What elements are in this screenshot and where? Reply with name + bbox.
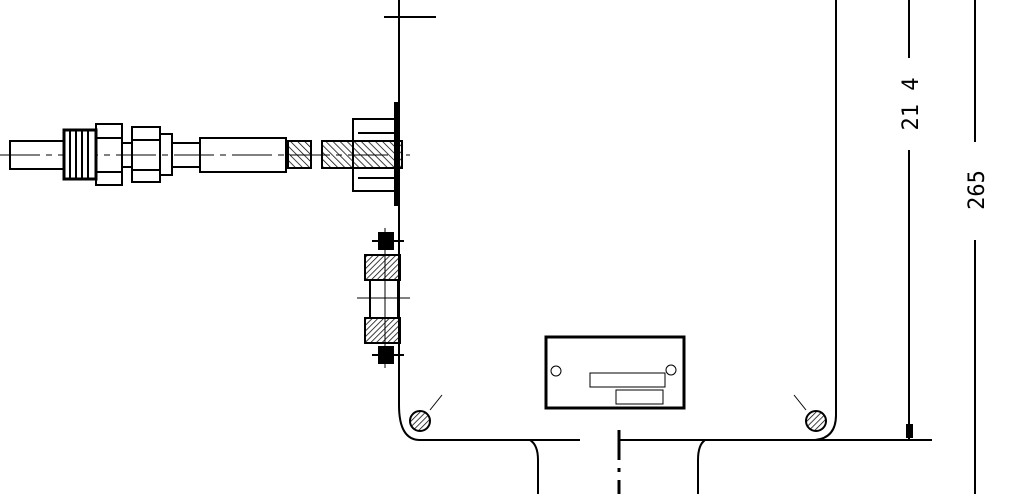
sensor-connector-assembly [0, 102, 410, 206]
bottom-bracket [529, 430, 706, 494]
dimension-outer-height: 265 [965, 0, 990, 494]
dimension-label-inner: 21 4 [899, 78, 924, 131]
side-mount-fitting [357, 228, 410, 368]
corner-screw-right [793, 394, 827, 432]
nameplate [544, 335, 686, 410]
dimension-label-outer: 265 [965, 170, 990, 210]
dimension-inner-height: 21 4 [899, 0, 924, 440]
corner-screw-left [409, 394, 443, 432]
